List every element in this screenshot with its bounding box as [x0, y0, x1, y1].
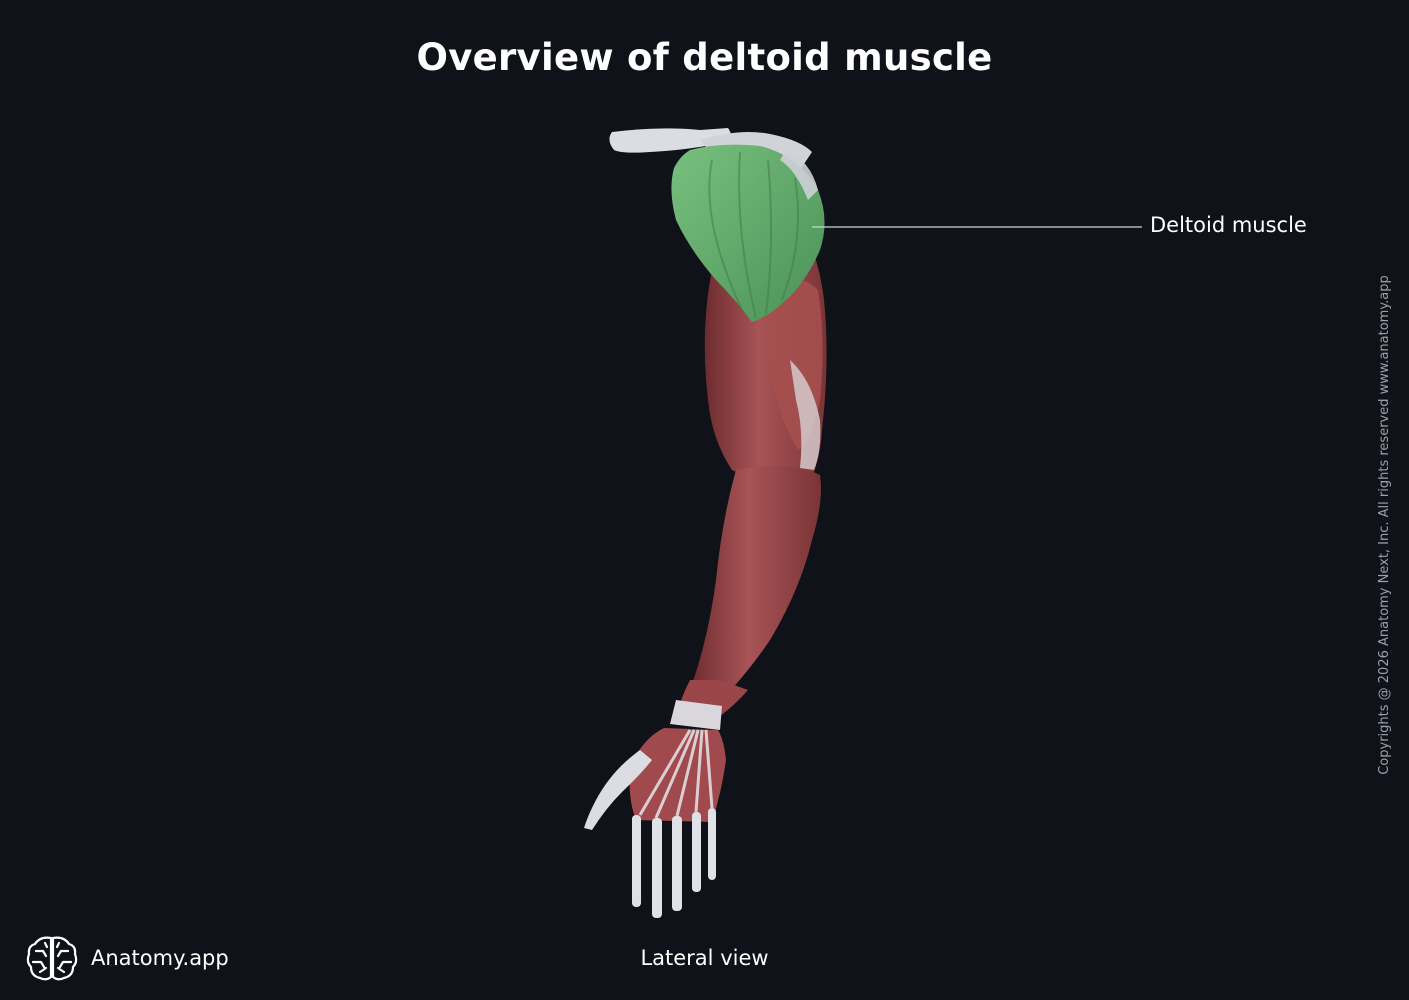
view-label: Lateral view: [640, 946, 769, 970]
brand-name: Anatomy.app: [91, 946, 229, 970]
deltoid-tendon: [780, 150, 818, 200]
deltoid-fibers: [708, 151, 799, 319]
extensor-retinaculum: [670, 700, 722, 730]
elbow-tendon: [790, 360, 821, 470]
forearm-muscles: [690, 466, 821, 702]
page-title: Overview of deltoid muscle: [416, 36, 993, 79]
deltoid-label: Deltoid muscle: [1150, 213, 1307, 237]
brand[interactable]: Anatomy.app: [26, 934, 229, 982]
thumb: [584, 750, 652, 830]
copyright-text: Copyrights @ 2026 Anatomy Next, Inc. All…: [1377, 275, 1392, 775]
hand-tendons: [638, 729, 714, 819]
brain-icon: [26, 936, 78, 981]
fingers: [632, 808, 716, 918]
clavicle-bone: [609, 128, 732, 153]
